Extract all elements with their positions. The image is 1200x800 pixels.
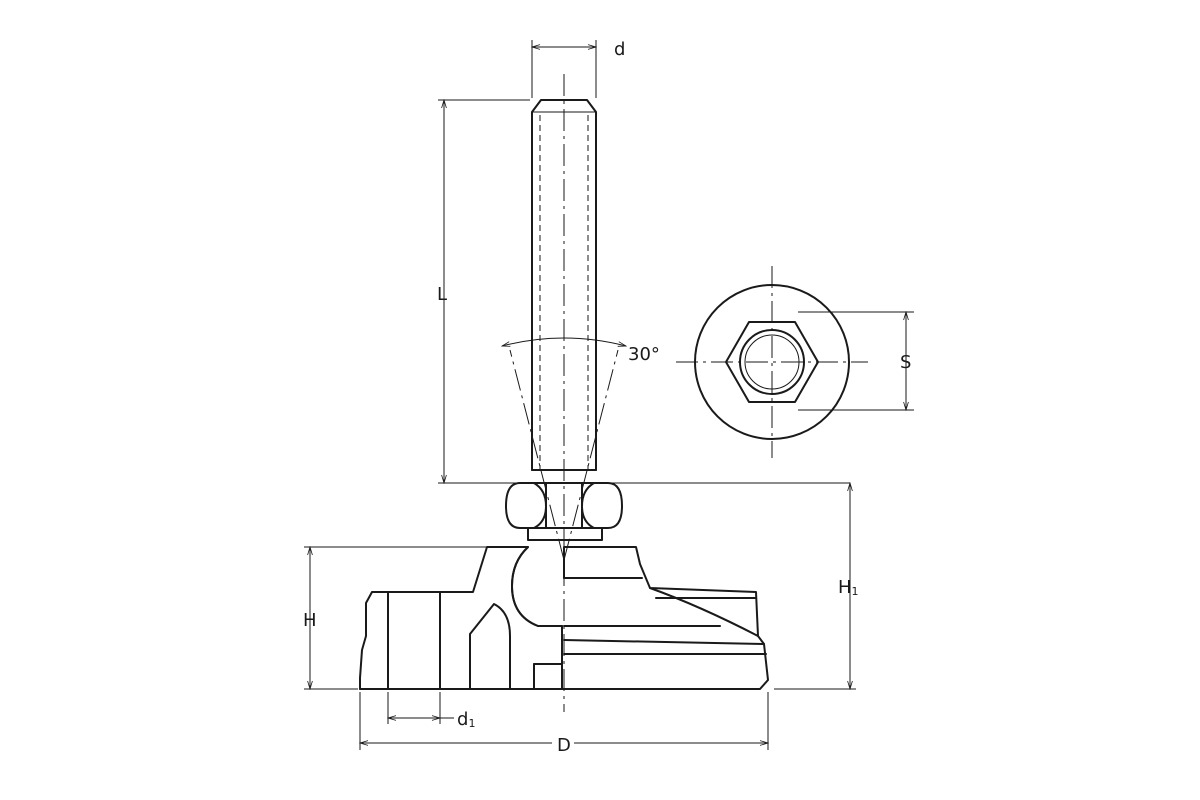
dimension-d: d [532, 39, 625, 98]
dimension-H1: H1 [774, 483, 859, 689]
label-H1: H1 [838, 577, 859, 598]
dimension-D: D [360, 692, 768, 756]
label-L: L [437, 284, 447, 305]
tilt-angle-indicator: 30° [502, 337, 660, 561]
label-S: S [900, 352, 911, 373]
label-d: d [614, 39, 625, 60]
base-section-left [359, 546, 565, 690]
dimension-d1: d1 [388, 692, 475, 730]
angle-label: 30° [628, 344, 660, 365]
dimension-H: H [303, 547, 486, 689]
base-view-right [563, 546, 769, 690]
dimension-L: L [437, 100, 850, 483]
label-D: D [557, 735, 571, 756]
dimension-S: S [798, 312, 914, 410]
label-H: H [303, 610, 317, 631]
top-view [676, 266, 868, 458]
label-d1: d1 [457, 709, 475, 730]
